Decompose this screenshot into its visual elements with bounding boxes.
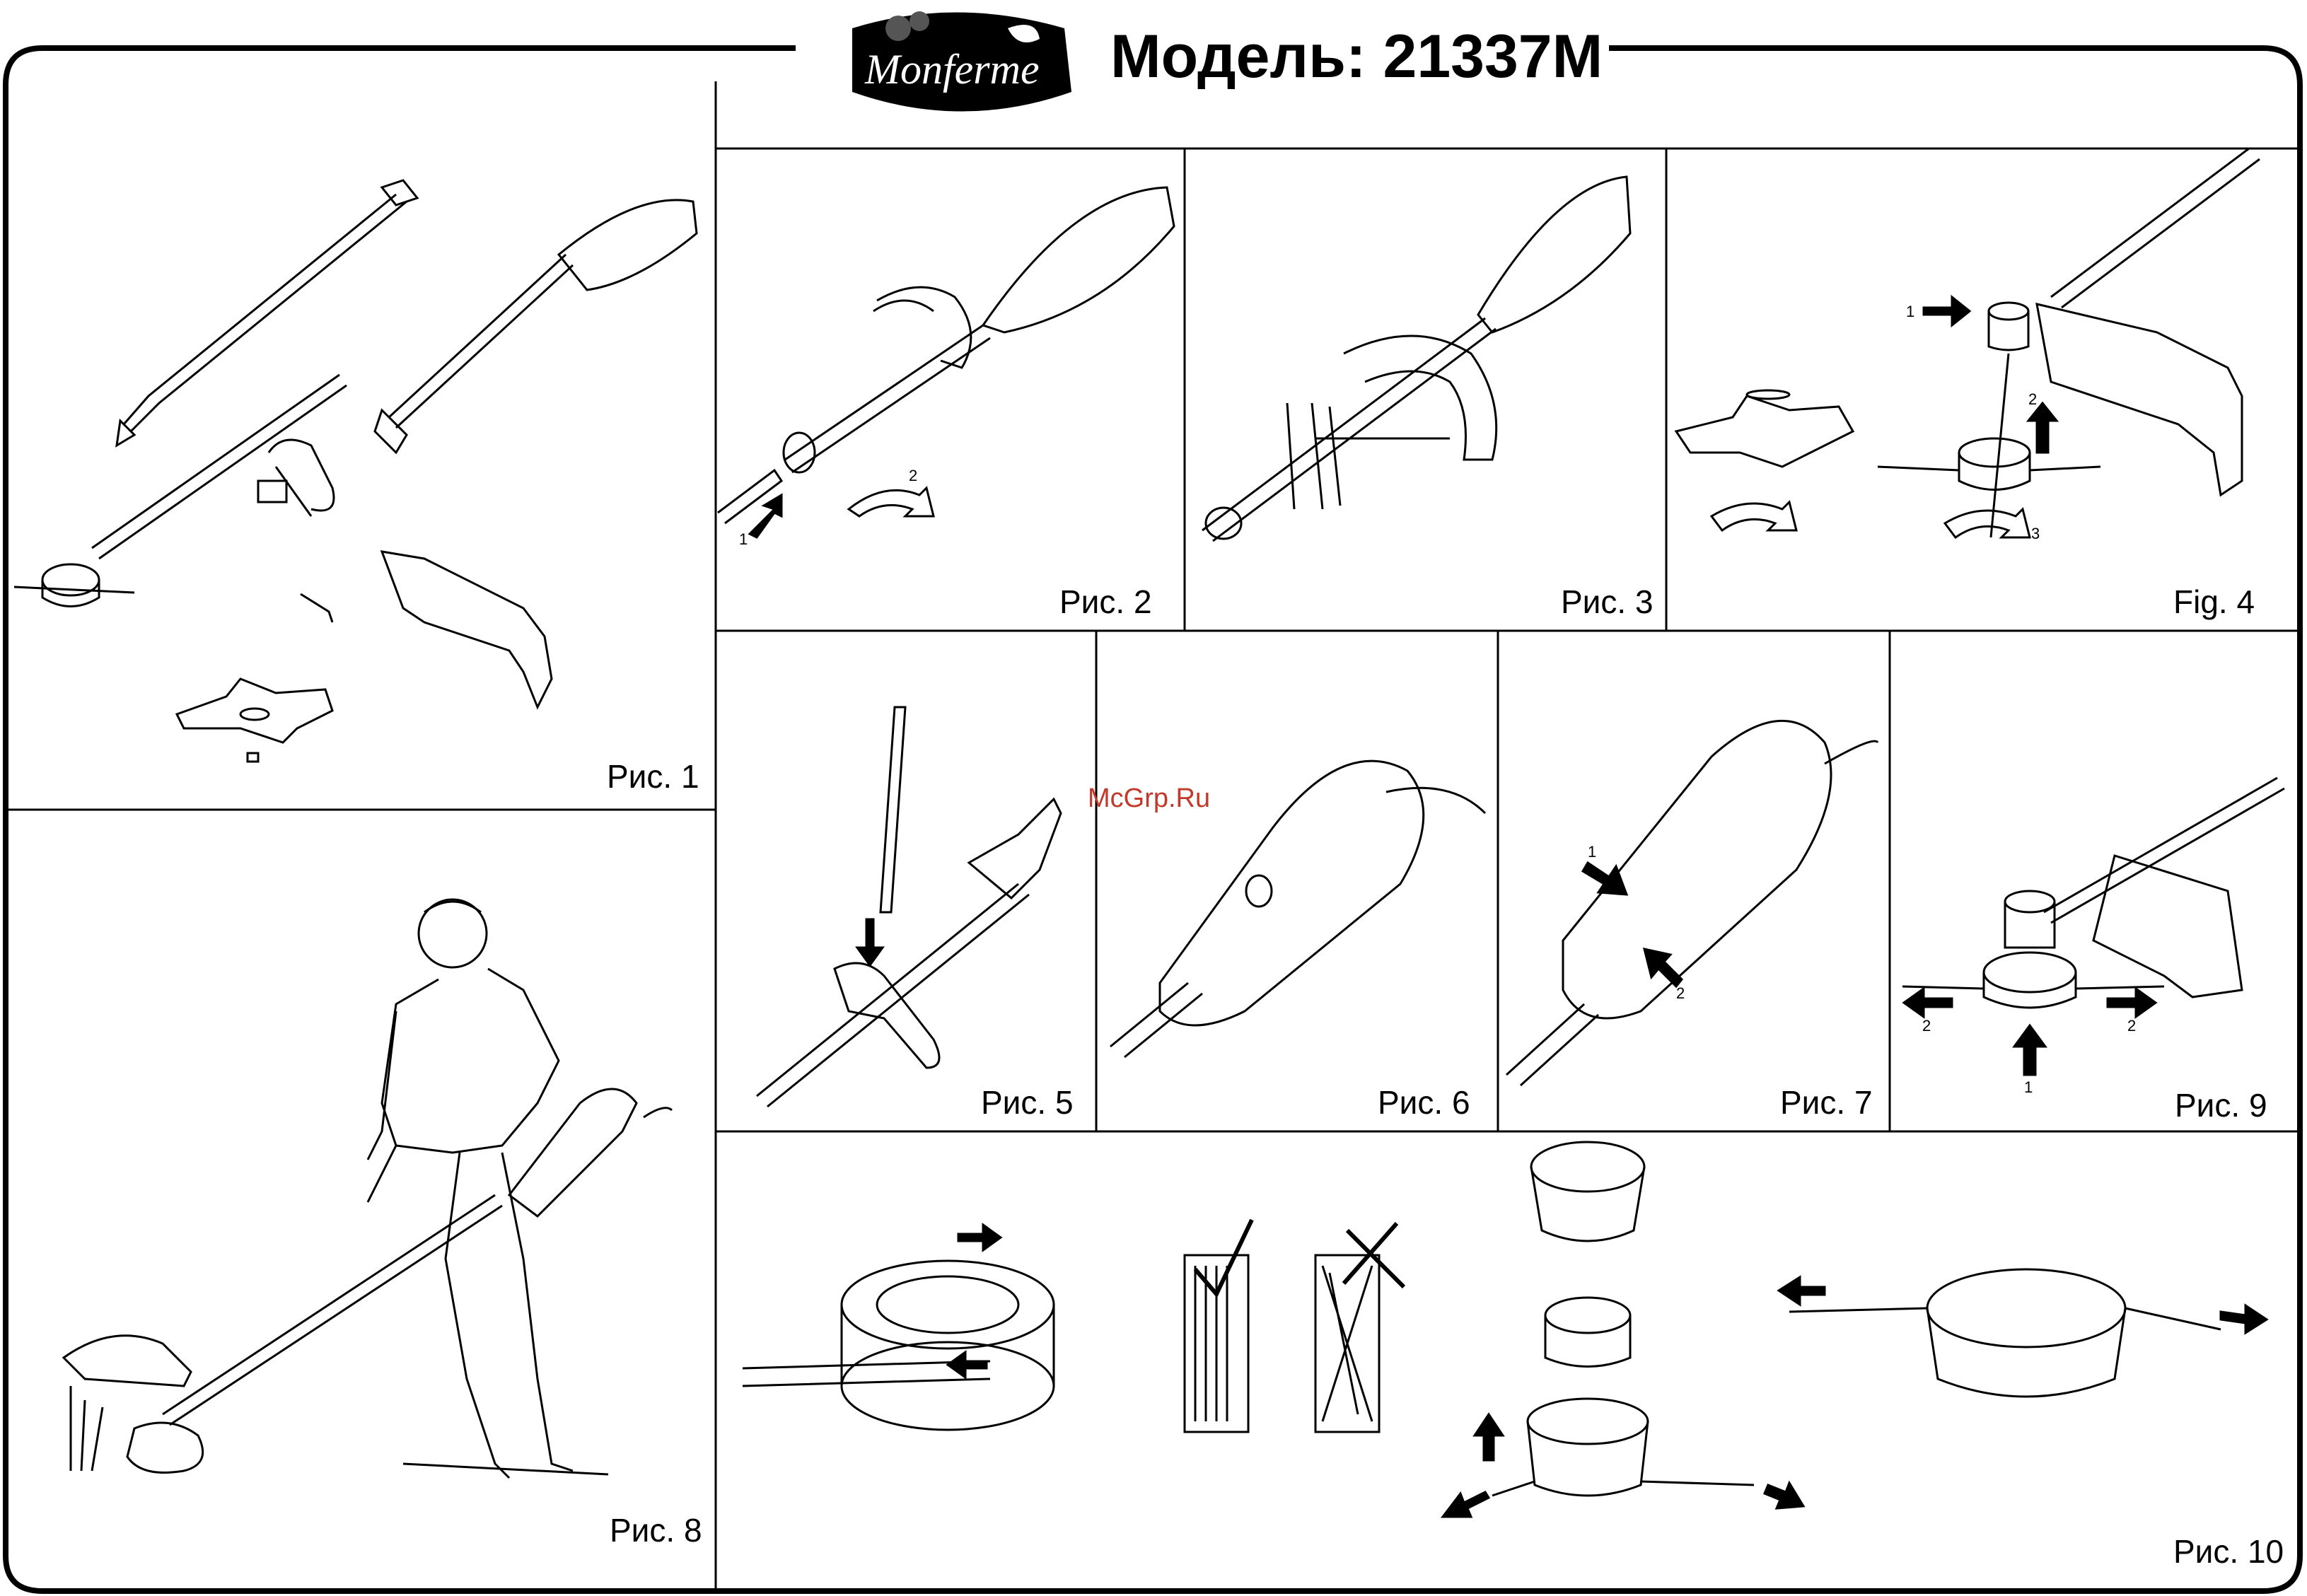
fig2-label: Рис. 2: [1059, 583, 1152, 620]
arrow-up-left-icon: [1644, 949, 1682, 986]
arrow-up-icon: [2014, 1025, 2045, 1075]
arrow-down-left-icon: [1443, 1492, 1489, 1517]
fig7-label: Рис. 7: [1780, 1084, 1873, 1121]
watermark-text: McGrp.Ru: [1088, 784, 1210, 814]
brand-name: Monferme: [864, 46, 1040, 93]
arrow-down-right-icon: [1765, 1483, 1803, 1508]
arrow-right-icon: [958, 1225, 1001, 1250]
fig7-step-1: 1: [1588, 843, 1596, 861]
fig1-label: Рис. 1: [607, 758, 699, 795]
fig10-label: Рис. 10: [2173, 1533, 2284, 1570]
fig4-label: Fig. 4: [2173, 583, 2255, 620]
fig6-label: Рис. 6: [1378, 1084, 1470, 1121]
arrow-up-icon: [1475, 1414, 1503, 1460]
page-title: Модель: 21337M: [1110, 21, 1603, 92]
arrow-right-icon: [2221, 1305, 2267, 1333]
fig4-step-3: 3: [2031, 525, 2040, 542]
fig2-illustration: [718, 187, 1174, 537]
fig7-step-2: 2: [1676, 984, 1685, 1002]
fig3-label: Рис. 3: [1561, 583, 1654, 620]
fig3-illustration: [1202, 177, 1630, 541]
fig2-step-2: 2: [909, 467, 917, 484]
fig5-label: Рис. 5: [981, 1084, 1074, 1121]
fig9-step-2-left: 2: [1922, 1017, 1931, 1035]
arrow-down-icon: [857, 919, 883, 965]
fig9-step-2-right: 2: [2127, 1017, 2136, 1035]
fig5-illustration: [757, 707, 1061, 1107]
fig8-operator-illustration: [64, 899, 672, 1478]
fig4-step-2: 2: [2028, 390, 2037, 408]
fig1-parts-illustration: [14, 180, 697, 762]
arrow-left-icon: [1779, 1277, 1825, 1305]
fig10-illustration: [743, 1142, 2267, 1517]
arrow-right-icon: [2108, 989, 2156, 1017]
page-frame: [6, 48, 2300, 1591]
fig9-illustration: [1902, 778, 2284, 1075]
brand-logo-text: Monferme: [852, 21, 1079, 120]
fig8-label: Рис. 8: [610, 1512, 702, 1549]
fig4-illustration: [1676, 148, 2260, 537]
arrow-left-icon: [948, 1352, 987, 1377]
checkmark-icon: [1195, 1220, 1252, 1294]
arrow-left-icon: [1904, 989, 1952, 1017]
arrow-right-icon: [1924, 297, 1970, 325]
arrow-up-icon: [2028, 403, 2057, 453]
fig7-illustration: [1506, 721, 1878, 1085]
fig9-label: Рис. 9: [2175, 1087, 2267, 1124]
fig2-step-1: 1: [739, 530, 748, 548]
fig4-step-1: 1: [1906, 303, 1914, 320]
arrow-down-right-icon: [1583, 863, 1627, 895]
fig9-step-1: 1: [2024, 1078, 2033, 1096]
